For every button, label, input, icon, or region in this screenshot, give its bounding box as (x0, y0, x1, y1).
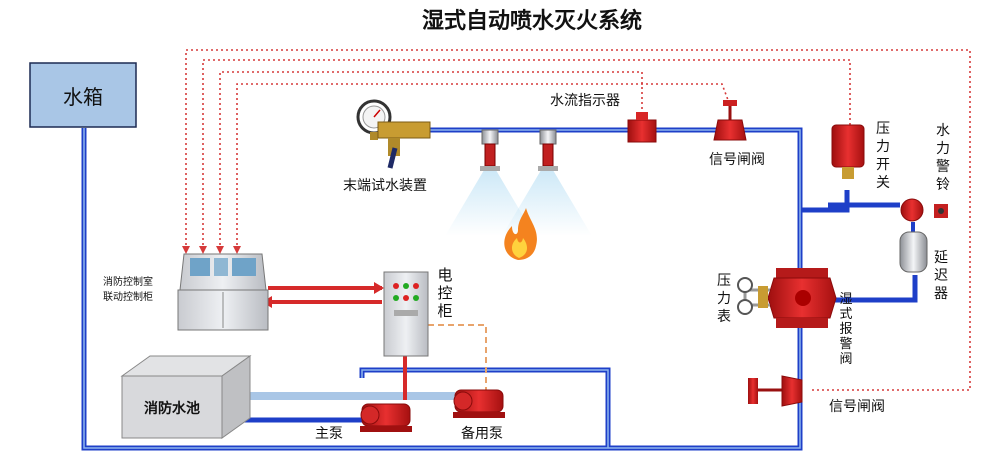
water-bell-label-2: 力 (936, 141, 950, 157)
pressure-switch-label-2: 力 (876, 139, 890, 155)
delay-chamber-label-1: 延 (934, 250, 948, 266)
main-pump: 主泵 (315, 403, 412, 442)
backup-pump: 备用泵 (453, 389, 505, 442)
delay-chamber-label-3: 器 (934, 286, 948, 302)
power-arrow-right (374, 282, 384, 294)
electric-cabinet-label-1: 电 (437, 266, 452, 284)
wet-alarm-valve-label-4: 警 (839, 336, 852, 352)
water-bell-label-4: 铃 (936, 177, 950, 193)
electric-cabinet-label-3: 柜 (437, 302, 452, 320)
water-bell-label-3: 警 (936, 159, 950, 175)
suction-pipe (240, 392, 455, 400)
backup-pump-label: 备用泵 (461, 425, 503, 442)
signal-wires (185, 49, 971, 391)
sprinklers (445, 129, 592, 236)
wet-alarm-valve-label-2: 式 (839, 307, 852, 322)
control-room-cabinet: 消防控制室 联动控制柜 (103, 253, 269, 331)
pressure-gauge-label-3: 表 (717, 309, 731, 325)
electric-cabinet-label-2: 控 (437, 284, 452, 302)
water-tank-label: 水箱 (63, 85, 103, 109)
signal-valve-top-label: 信号闸阀 (709, 152, 765, 168)
power-lines (268, 286, 407, 400)
wet-alarm-valve-label-1: 湿 (839, 292, 852, 307)
wet-alarm-valve-label-3: 报 (839, 322, 852, 337)
pressure-gauges: 压 力 表 (717, 273, 770, 325)
main-pump-label: 主泵 (315, 426, 343, 442)
water-bell-label-1: 水 (936, 123, 950, 139)
pressure-gauge-label-2: 力 (717, 291, 731, 307)
pressure-switch-label-1: 压 (876, 121, 890, 137)
signal-valve-bottom-label: 信号闸阀 (829, 399, 885, 415)
signal-valve-top: 信号闸阀 (709, 100, 765, 168)
signal-valve-bottom: 信号闸阀 (748, 375, 885, 415)
water-flow-indicator: 水流指示器 (550, 93, 657, 143)
wet-alarm-valve: 湿 式 报 警 阀 (767, 268, 853, 367)
end-test-device: 末端试水装置 (343, 99, 431, 194)
diagram-title: 湿式自动喷水灭火系统 (422, 8, 642, 34)
water-alarm-bell: 水 力 警 铃 (900, 123, 950, 222)
flame-icon (504, 208, 537, 260)
water-tank: 水箱 (29, 62, 137, 128)
pressure-switch-label-4: 关 (876, 175, 890, 191)
wet-alarm-valve-label-5: 阀 (839, 352, 852, 367)
pressure-switch-label-3: 开 (876, 157, 890, 173)
control-room-label-2: 联动控制柜 (103, 290, 153, 303)
delay-chamber-label-2: 迟 (934, 268, 948, 284)
control-room-label-1: 消防控制室 (103, 275, 153, 288)
water-flow-indicator-label: 水流指示器 (550, 93, 620, 109)
delay-chamber: 延 迟 器 (899, 222, 948, 302)
pressure-switch: 压 力 开 关 (831, 121, 890, 191)
signal-arrows (182, 246, 241, 254)
end-test-device-label: 末端试水装置 (343, 178, 427, 194)
electric-control-cabinet: 电 控 柜 (383, 266, 453, 357)
fire-pool-label: 消防水池 (144, 400, 200, 417)
pressure-gauge-label-1: 压 (717, 273, 731, 289)
fire-water-pool: 消防水池 (120, 355, 252, 439)
backup-pump-wire (428, 324, 487, 390)
